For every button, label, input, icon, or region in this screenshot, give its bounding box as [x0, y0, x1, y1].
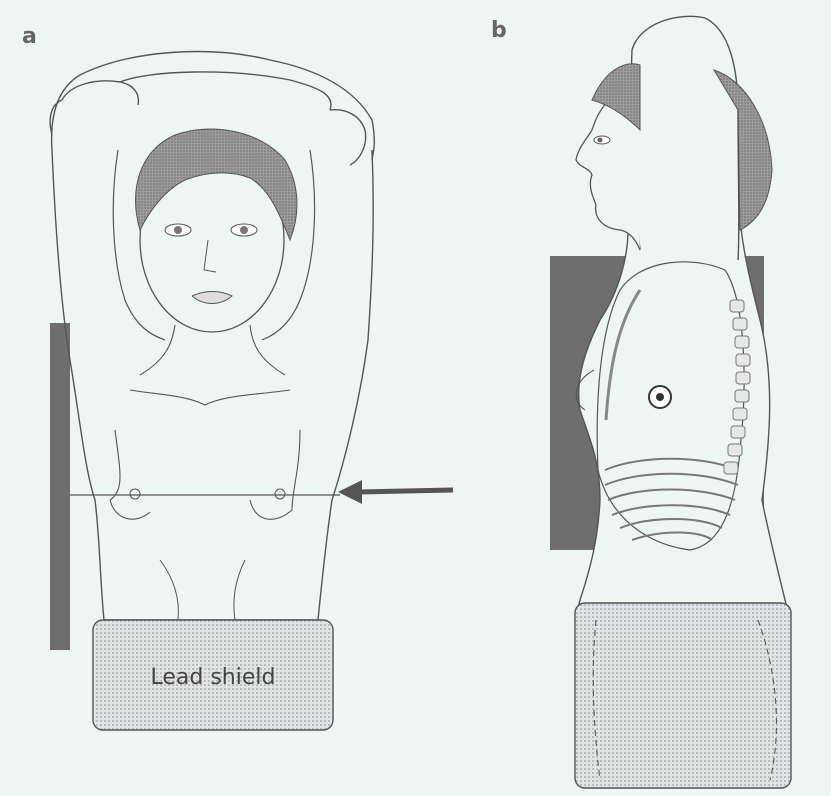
neck-a: [130, 325, 290, 405]
lead-shield-label: Lead shield: [93, 665, 333, 690]
panel-label-b: b: [491, 18, 507, 43]
panel-label-a: a: [22, 24, 37, 49]
detector-plate-a: [50, 323, 70, 650]
arrow-head-a: [338, 480, 362, 504]
lead-shield-b: [575, 603, 791, 788]
panel-a: [50, 52, 453, 730]
panel-b: [550, 16, 791, 788]
arrow-shaft-a: [360, 490, 453, 492]
raised-arm-b: [631, 16, 739, 260]
breasts-a: [110, 430, 300, 519]
central-ray-target-inner-b: [656, 393, 664, 401]
lung-region-b: [597, 262, 744, 550]
